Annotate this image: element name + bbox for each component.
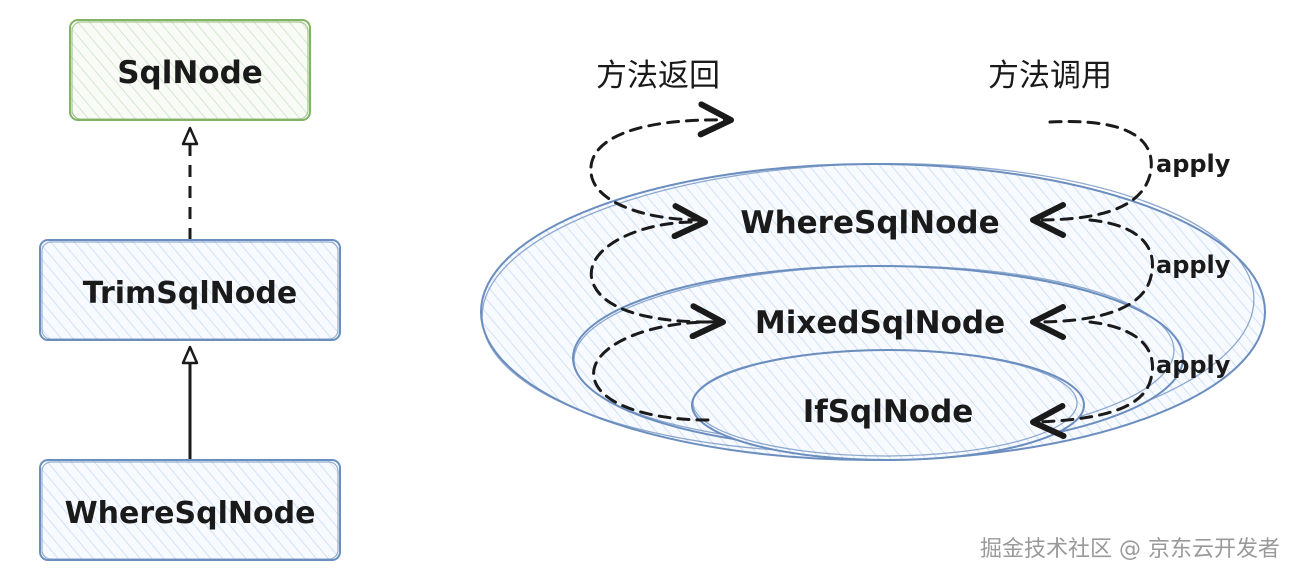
- wheresqlnode-label: WhereSqlNode: [65, 496, 316, 531]
- call-arrow-bottom: [1030, 320, 1154, 439]
- call-arrow-top: [1030, 120, 1153, 238]
- sqlnode-label: SqlNode: [117, 55, 263, 91]
- trimsqlnode-label: TrimSqlNode: [83, 276, 297, 311]
- nesting-diagram: WhereSqlNode MixedSqlNode IfSqlNode 方法返回…: [480, 58, 1266, 461]
- wheresqlnode-box: WhereSqlNode: [39, 459, 341, 561]
- return-arrow-top: [589, 101, 734, 222]
- solid-generalization-arrow: [181, 345, 199, 460]
- middle-node-label: MixedSqlNode: [755, 305, 1005, 341]
- call-arrow-middle: [1030, 218, 1154, 340]
- method-return-caption: 方法返回: [596, 58, 720, 94]
- method-call-caption: 方法调用: [988, 58, 1112, 94]
- dashed-generalization-arrow: [181, 126, 199, 240]
- trimsqlnode-box: TrimSqlNode: [39, 239, 341, 341]
- class-hierarchy: SqlNode TrimSqlNode WhereSqlNode: [39, 19, 341, 561]
- apply-label-top: apply: [1156, 150, 1231, 178]
- sqlnode-box: SqlNode: [69, 19, 311, 121]
- apply-label-bottom: apply: [1156, 351, 1231, 379]
- outer-node-label: WhereSqlNode: [740, 205, 999, 241]
- return-arrow-middle: [589, 203, 710, 324]
- inner-ellipse: [691, 349, 1085, 461]
- inner-node-label: IfSqlNode: [803, 394, 974, 430]
- watermark: 掘金技术社区 @ 京东云开发者: [980, 537, 1280, 562]
- apply-label-middle: apply: [1156, 251, 1231, 279]
